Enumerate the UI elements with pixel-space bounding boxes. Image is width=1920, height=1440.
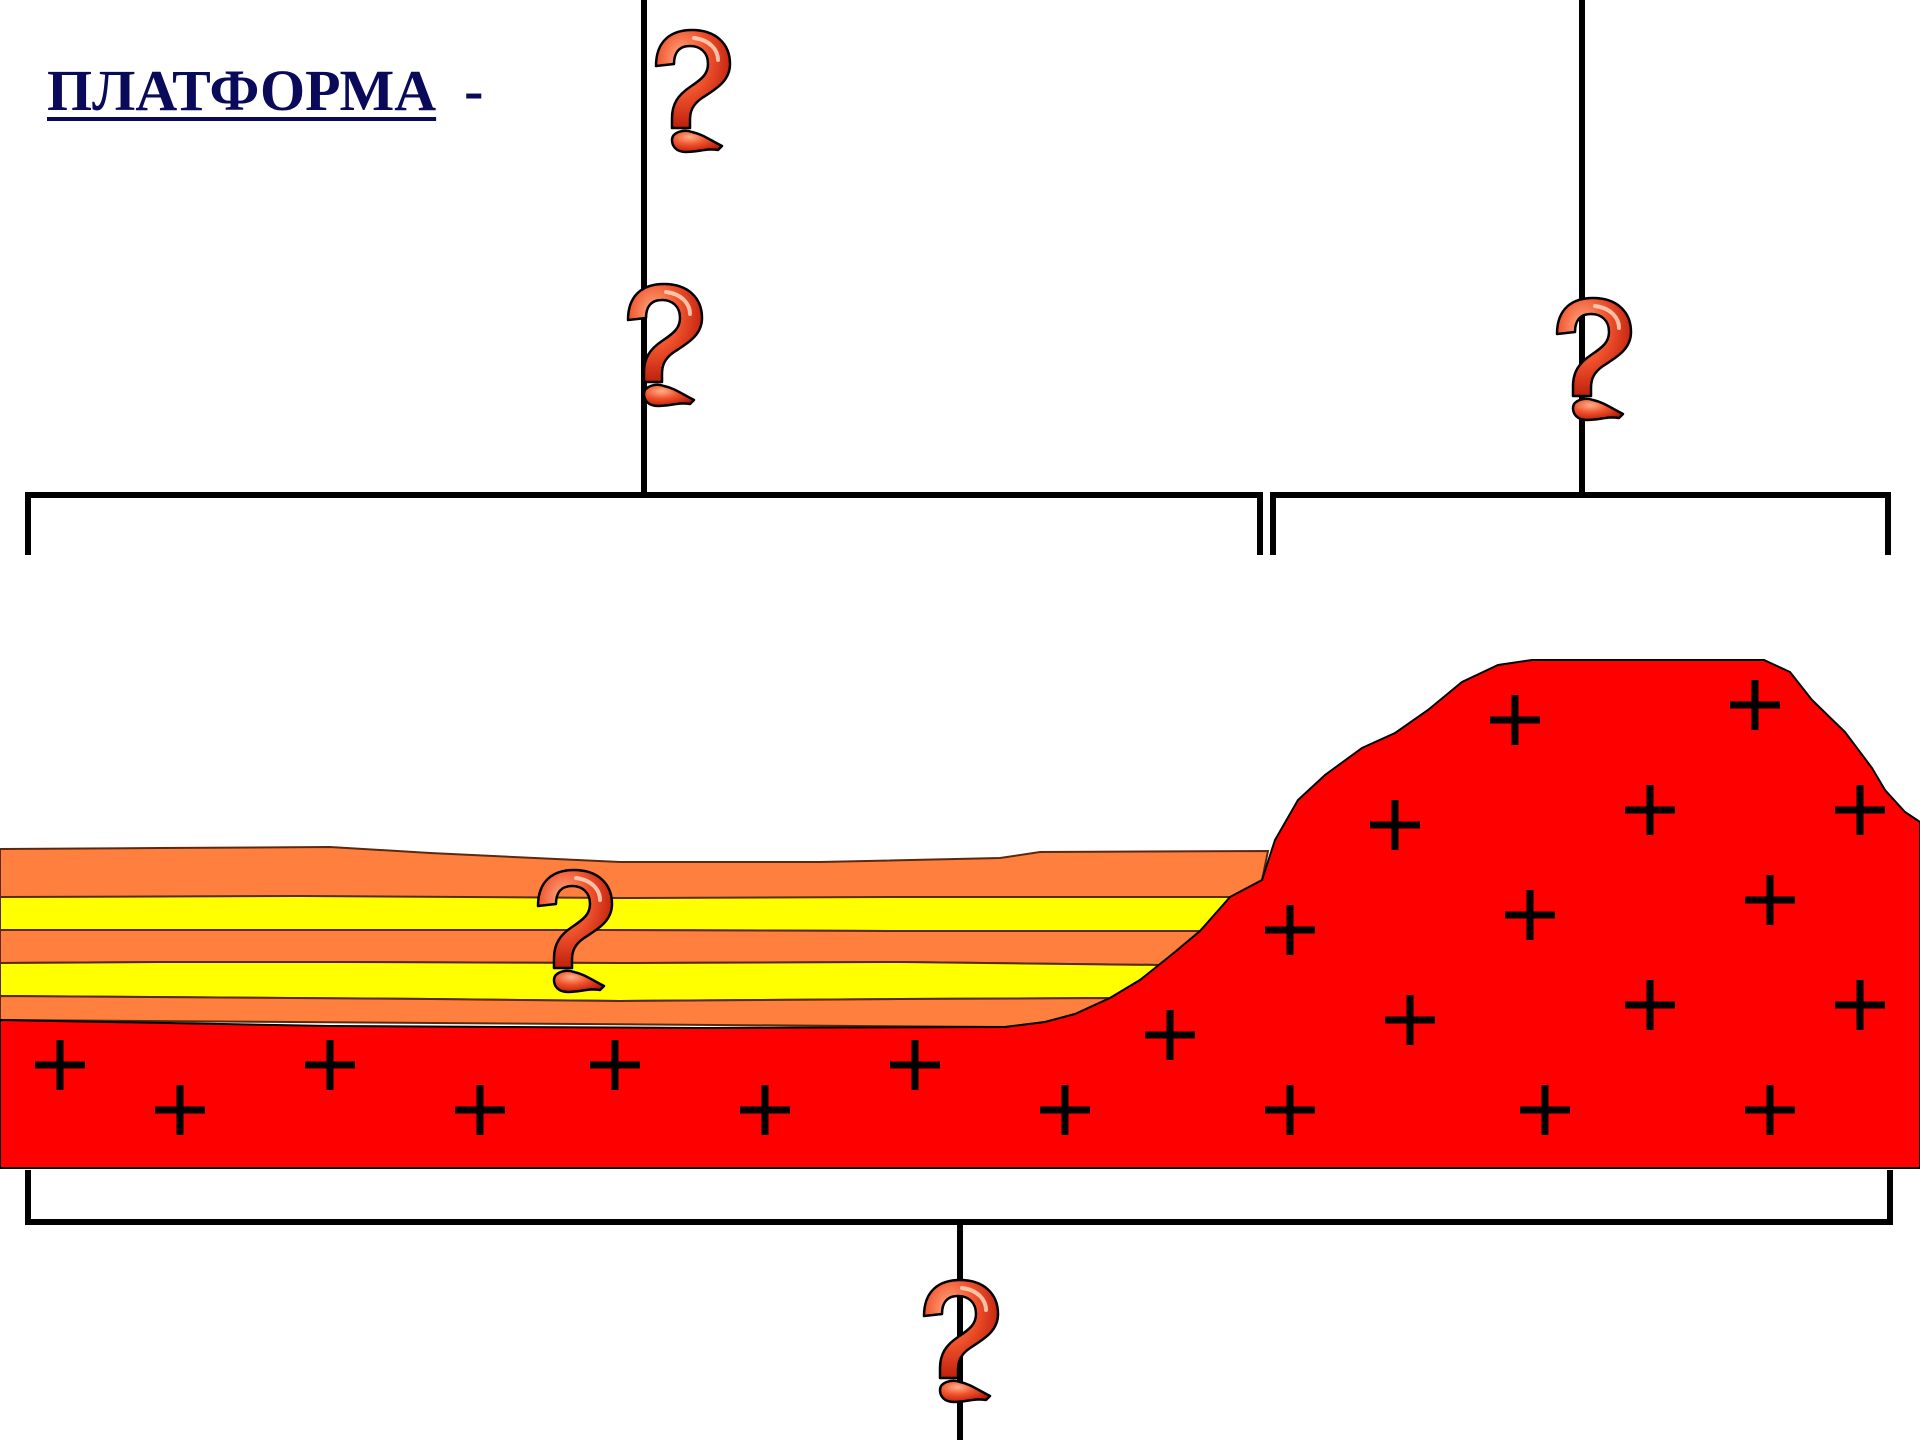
sediment-layer-middle-orange: [0, 929, 1203, 967]
sediment-layer-top-orange: [0, 845, 1270, 901]
page-title: ПЛАТФОРМА: [47, 58, 437, 123]
title-dash: -: [464, 58, 484, 123]
question-mark-icon: [1555, 296, 1633, 422]
question-mark-icon: [654, 28, 732, 154]
left-top-bracket: [25, 492, 1263, 555]
question-mark-icon: [626, 282, 704, 408]
right-top-bracket: [1270, 492, 1891, 555]
title-row: ПЛАТФОРМА-: [47, 56, 483, 126]
crystalline-basement: [0, 659, 1920, 1169]
sediment-layer-yellow-1: [0, 894, 1233, 932]
bottom-bracket: [25, 1170, 1893, 1225]
